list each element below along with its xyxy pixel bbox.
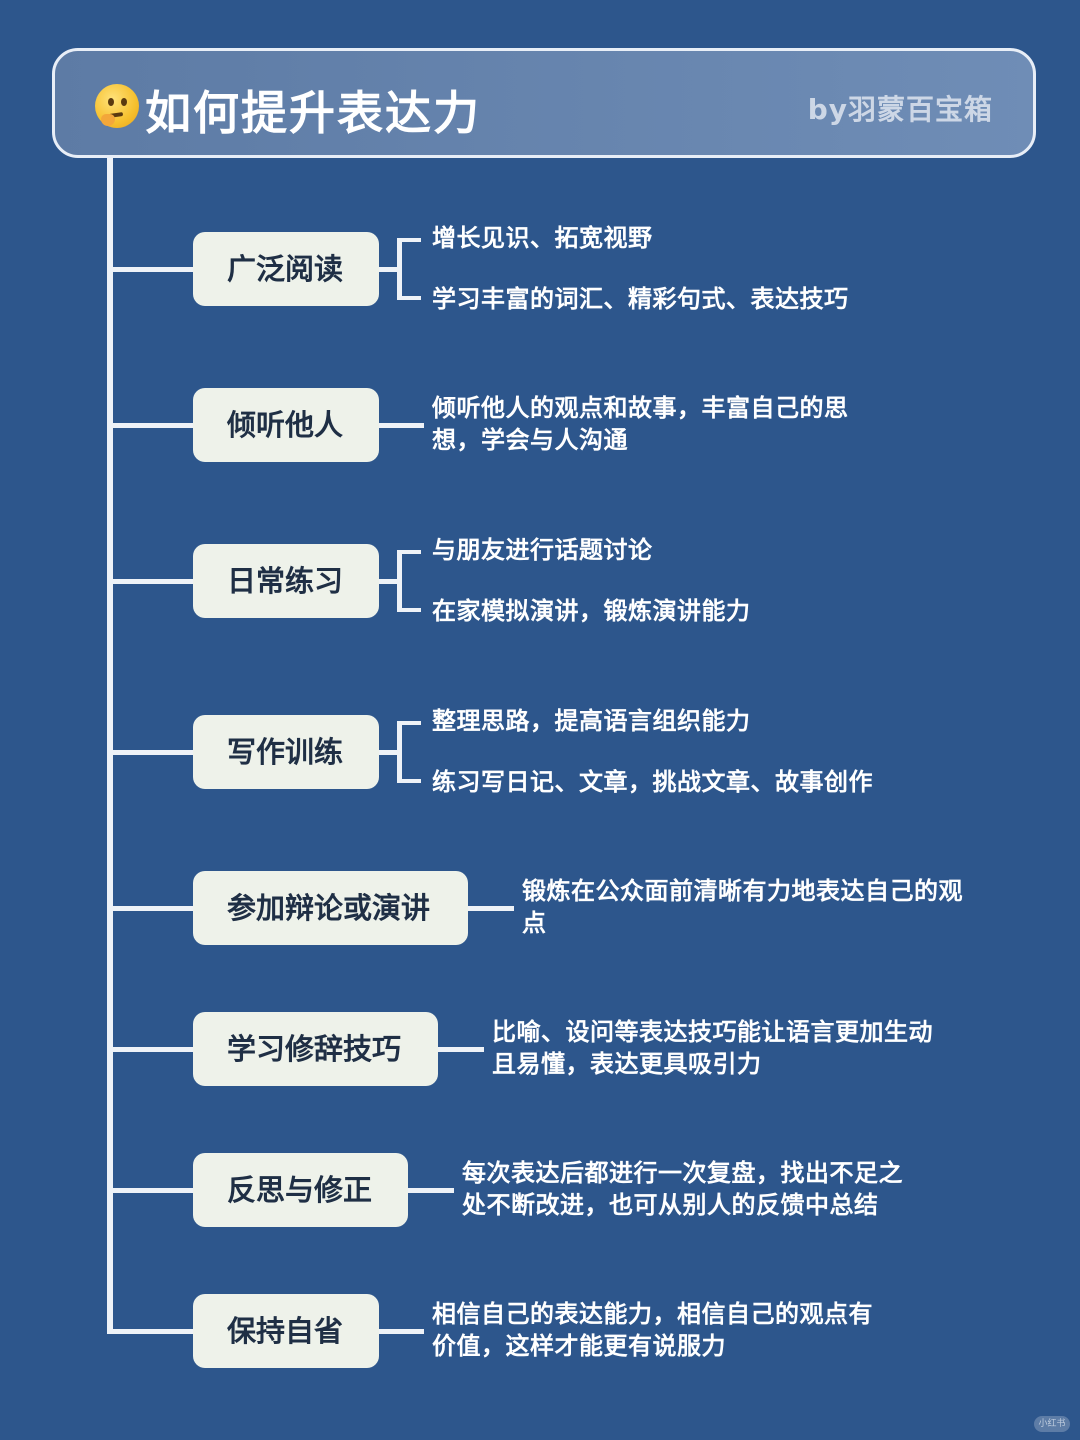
branch-line <box>110 1188 193 1193</box>
point-text: 倾听他人的观点和故事，丰富自己的思 <box>432 394 849 422</box>
branch-line <box>110 1329 193 1334</box>
point-text: 价值，这样才能更有说服力 <box>432 1332 726 1360</box>
tree-node-debate: 参加辩论或演讲 <box>193 871 468 945</box>
point-text: 锻炼在公众面前清晰有力地表达自己的观 <box>522 877 963 905</box>
point-text: 比喻、设问等表达技巧能让语言更加生动 <box>492 1018 933 1046</box>
page-title: 如何提升表达力 <box>145 86 481 140</box>
title-banner: 如何提升表达力 by羽蒙百宝箱 <box>52 48 1036 158</box>
tree-node-practice: 日常练习 <box>193 544 379 618</box>
connector-line <box>379 423 424 428</box>
connector-line <box>468 906 514 911</box>
point-text: 点 <box>522 909 547 937</box>
point-text: 处不断改进，也可从别人的反馈中总结 <box>462 1191 879 1219</box>
connector-line <box>438 1047 484 1052</box>
point-text: 整理思路，提高语言组织能力 <box>432 707 751 735</box>
point-text: 每次表达后都进行一次复盘，找出不足之 <box>462 1159 903 1187</box>
point-text: 在家模拟演讲，锻炼演讲能力 <box>432 597 751 625</box>
bracket-line <box>397 550 402 612</box>
point-text: 练习写日记、文章，挑战文章、故事创作 <box>432 768 873 796</box>
branch-line <box>110 1047 193 1052</box>
connector-line <box>379 1329 424 1334</box>
branch-line <box>110 267 193 272</box>
watermark-badge: 小红书 <box>1034 1416 1070 1432</box>
thinking-face-icon <box>95 84 139 128</box>
connector-line <box>379 750 397 755</box>
tree-node-reflection: 反思与修正 <box>193 1153 408 1227</box>
bracket-line <box>397 721 402 783</box>
tree-node-writing: 写作训练 <box>193 715 379 789</box>
branch-line <box>110 423 193 428</box>
author-byline: by羽蒙百宝箱 <box>807 93 993 126</box>
bracket-tick <box>397 779 421 783</box>
bracket-tick <box>397 608 421 612</box>
bracket-tick <box>397 721 421 725</box>
point-text: 与朋友进行话题讨论 <box>432 536 653 564</box>
tree-node-introspection: 保持自省 <box>193 1294 379 1368</box>
connector-line <box>408 1188 454 1193</box>
tree-node-reading: 广泛阅读 <box>193 232 379 306</box>
branch-line <box>110 579 193 584</box>
point-text: 增长见识、拓宽视野 <box>432 224 653 252</box>
tree-node-rhetoric: 学习修辞技巧 <box>193 1012 438 1086</box>
branch-line <box>110 906 193 911</box>
tree-node-listening: 倾听他人 <box>193 388 379 462</box>
tree-trunk-line <box>107 158 113 1334</box>
point-text: 相信自己的表达能力，相信自己的观点有 <box>432 1300 873 1328</box>
connector-line <box>379 267 397 272</box>
bracket-tick <box>397 238 421 242</box>
point-text: 想，学会与人沟通 <box>432 426 628 454</box>
bracket-tick <box>397 550 421 554</box>
branch-line <box>110 750 193 755</box>
bracket-line <box>397 238 402 300</box>
point-text: 且易懂，表达更具吸引力 <box>492 1050 762 1078</box>
connector-line <box>379 579 397 584</box>
bracket-tick <box>397 296 421 300</box>
point-text: 学习丰富的词汇、精彩句式、表达技巧 <box>432 285 849 313</box>
